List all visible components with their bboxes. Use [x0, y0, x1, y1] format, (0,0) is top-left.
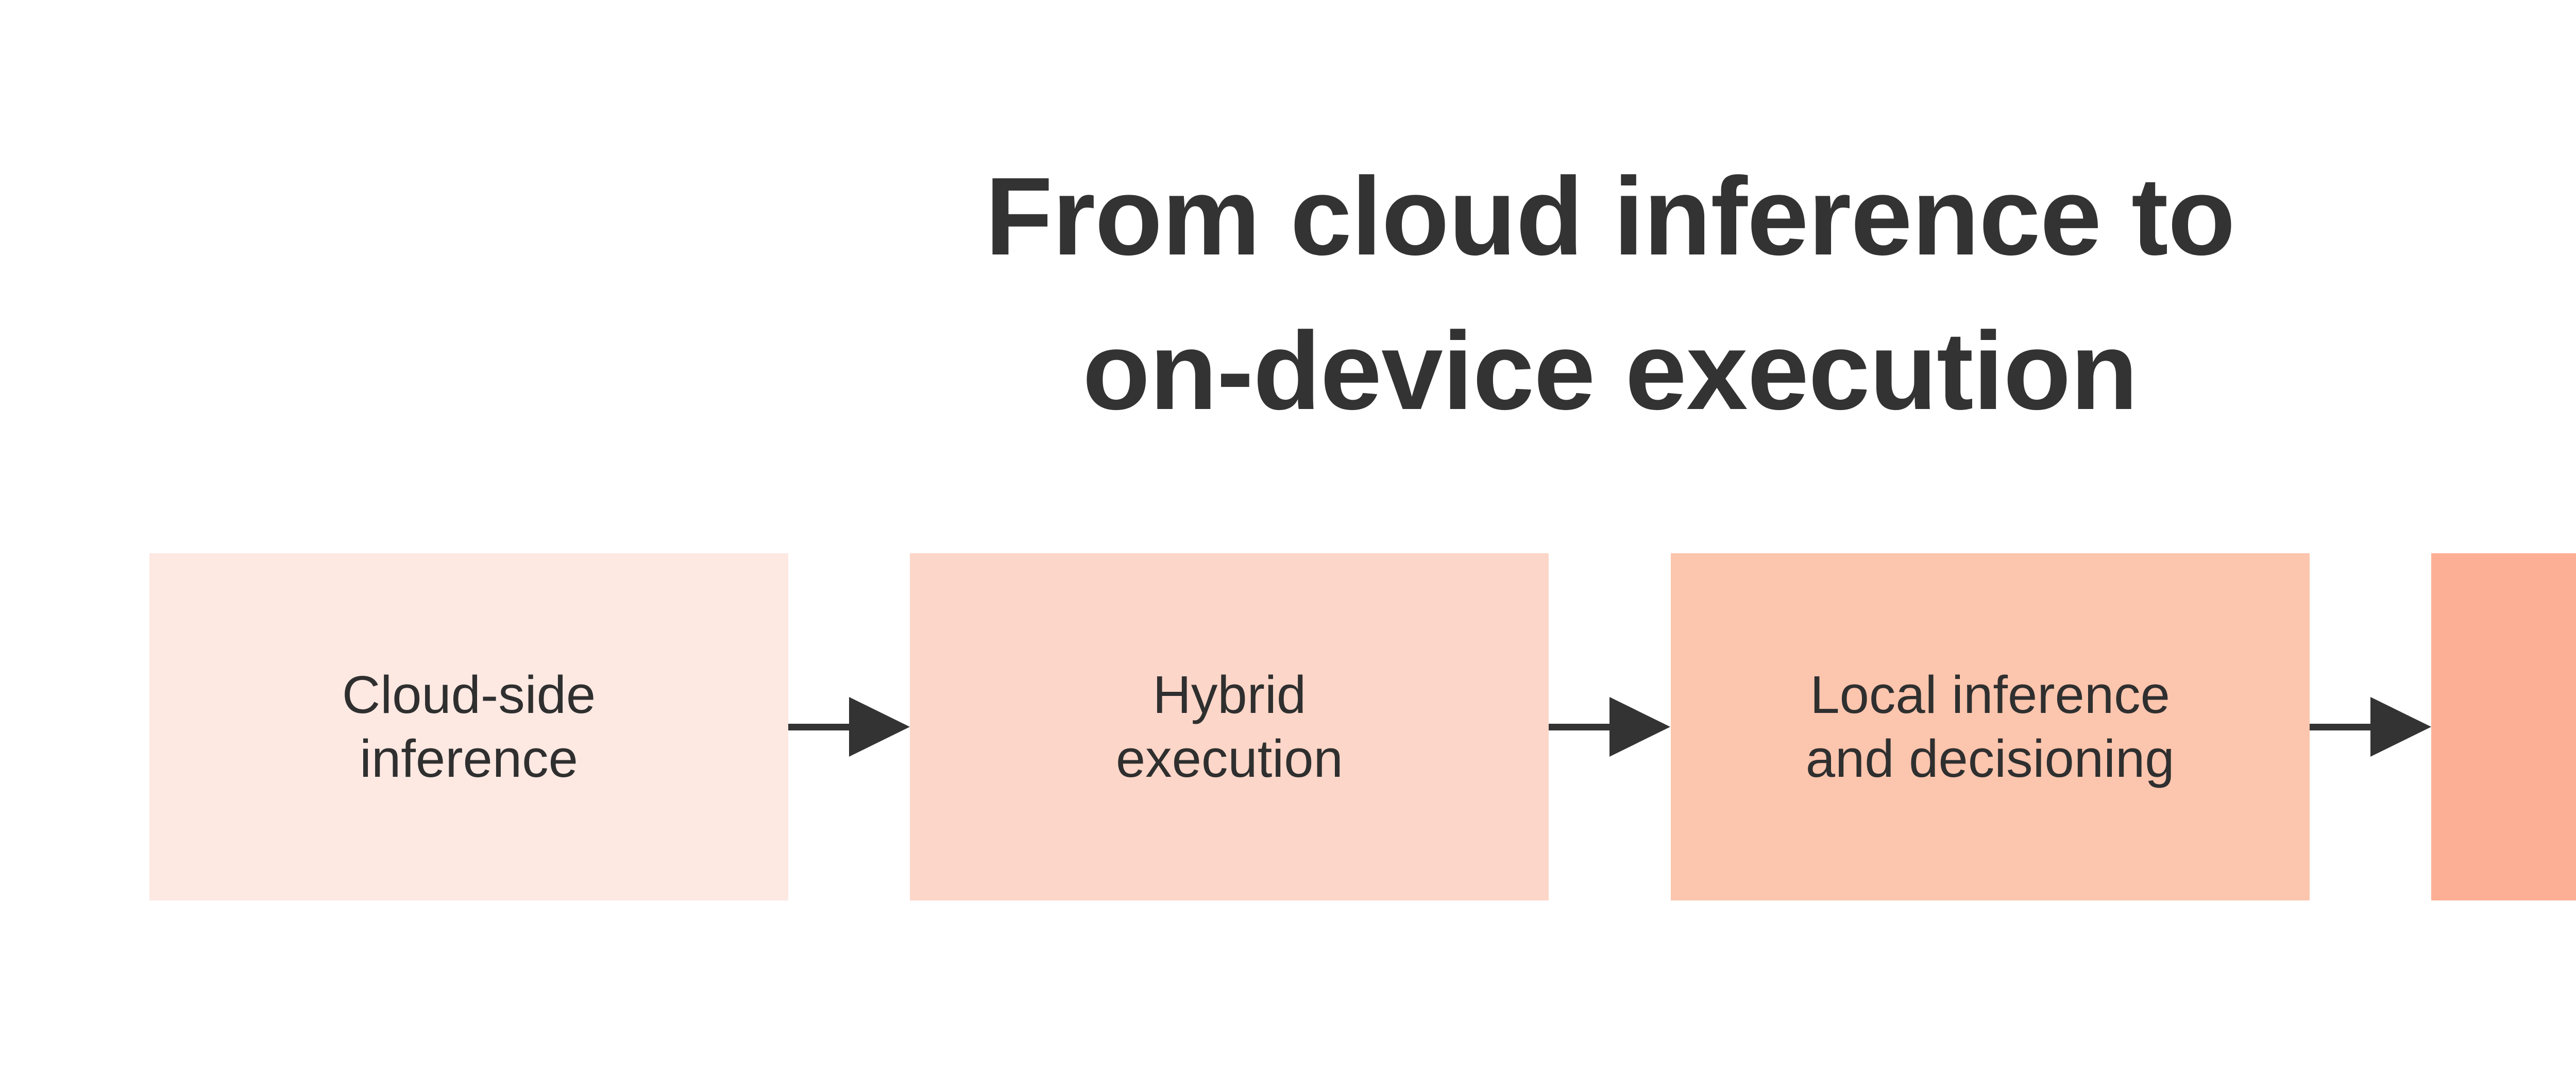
flow-arrow-1	[788, 553, 910, 900]
flow-arrow-3	[2309, 553, 2431, 900]
page-title: From cloud inference to on-device execut…	[0, 139, 2576, 448]
page-title-line-2: on-device execution	[1082, 309, 2138, 433]
flow-node-hybrid-execution[interactable]: Hybrid execution	[910, 553, 1549, 900]
flow-node-label: Hybrid execution	[1115, 665, 1343, 788]
flow-node-expanded-mobile-runtime-attack-surface[interactable]: Expanded mobile runtime attack surface	[2431, 553, 2576, 900]
flow-node-cloud-side-inference[interactable]: Cloud-side inference	[149, 553, 788, 900]
arrow-right-icon	[788, 697, 910, 757]
flow-diagram: Cloud-side inference Hybrid execution	[149, 553, 2576, 900]
page-title-line-1: From cloud inference to	[985, 154, 2235, 278]
flow-node-label: Cloud-side inference	[342, 665, 596, 788]
flow-node-label: Local inference and decisioning	[1805, 665, 2175, 788]
arrow-right-icon	[2309, 697, 2431, 757]
arrow-right-icon	[1549, 697, 1671, 757]
flow-arrow-2	[1549, 553, 1671, 900]
flow-node-local-inference-and-decisioning[interactable]: Local inference and decisioning	[1670, 553, 2310, 900]
